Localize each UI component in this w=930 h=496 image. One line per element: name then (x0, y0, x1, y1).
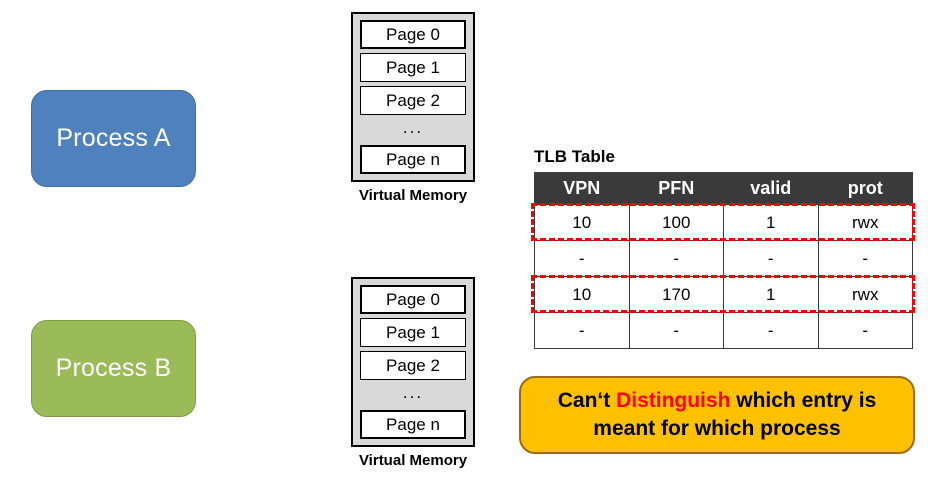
process-a-label: Process A (56, 124, 171, 152)
callout-text-before: Can‘t (557, 388, 617, 412)
virtual-memory-group-a: Page 0 Page 1 Page 2 ... Page n Virtual … (340, 12, 486, 204)
cell-prot: rwx (817, 204, 913, 241)
cell-vpn: 10 (534, 204, 630, 241)
cell-prot: rwx (817, 276, 913, 313)
column-header-prot: prot (817, 172, 913, 205)
tlb-table: VPN PFN valid prot 10 100 1 rwx - - - - … (534, 172, 913, 349)
virtual-memory-caption-b: Virtual Memory (358, 452, 468, 469)
callout-text-after: which entry is meant for which process (593, 388, 877, 440)
cell-valid: 1 (723, 204, 819, 241)
virtual-memory-stack-a: Page 0 Page 1 Page 2 ... Page n (351, 12, 475, 182)
table-row: 10 170 1 rwx (534, 276, 913, 313)
cell-valid: 1 (723, 276, 819, 313)
vm-page-2: Page 2 (360, 351, 466, 380)
process-a-box: Process A (31, 90, 196, 187)
virtual-memory-caption-a: Virtual Memory (358, 187, 468, 204)
cell-pfn: - (628, 240, 724, 277)
vm-page-2: Page 2 (360, 86, 466, 115)
table-row: 10 100 1 rwx (534, 204, 913, 241)
callout-text: Can‘t Distinguish which entry is meant f… (531, 387, 903, 444)
cell-valid: - (723, 240, 819, 277)
cell-prot: - (817, 240, 913, 277)
cell-prot: - (817, 312, 913, 349)
cell-pfn: 170 (628, 276, 724, 313)
table-row: - - - - (534, 240, 913, 277)
vm-ellipsis: ... (402, 383, 424, 402)
table-header-row: VPN PFN valid prot (534, 172, 913, 205)
vm-page-1: Page 1 (360, 318, 466, 347)
vm-page-0: Page 0 (360, 285, 466, 314)
cell-valid: - (723, 312, 819, 349)
vm-page-1: Page 1 (360, 53, 466, 82)
vm-page-0: Page 0 (360, 20, 466, 49)
column-header-vpn: VPN (534, 172, 630, 205)
column-header-pfn: PFN (628, 172, 724, 205)
cell-vpn: 10 (534, 276, 630, 313)
callout-text-highlight: Distinguish (616, 388, 731, 412)
cell-pfn: - (628, 312, 724, 349)
tlb-table-title: TLB Table (534, 147, 615, 166)
vm-page-n: Page n (360, 145, 466, 174)
cell-vpn: - (534, 240, 630, 277)
cell-vpn: - (534, 312, 630, 349)
vm-ellipsis: ... (402, 118, 424, 137)
table-row: - - - - (534, 312, 913, 349)
vm-page-n: Page n (360, 410, 466, 439)
callout-box: Can‘t Distinguish which entry is meant f… (519, 376, 915, 454)
tlb-table-container: VPN PFN valid prot 10 100 1 rwx - - - - … (531, 172, 915, 349)
column-header-valid: valid (723, 172, 819, 205)
process-b-box: Process B (31, 320, 196, 417)
virtual-memory-group-b: Page 0 Page 1 Page 2 ... Page n Virtual … (340, 277, 486, 469)
cell-pfn: 100 (628, 204, 724, 241)
process-b-label: Process B (55, 354, 172, 382)
virtual-memory-stack-b: Page 0 Page 1 Page 2 ... Page n (351, 277, 475, 447)
